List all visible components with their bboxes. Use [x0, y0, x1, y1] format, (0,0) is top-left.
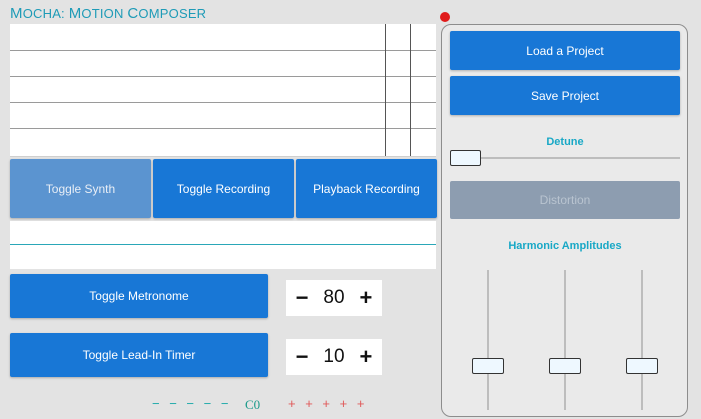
toggle-synth-button[interactable]: Toggle Synth — [10, 159, 151, 218]
grid-row-line — [10, 128, 436, 129]
distortion-button: Distortion — [450, 181, 680, 219]
octave-up-indicator[interactable]: + + + + + — [288, 396, 368, 411]
record-indicator-dot — [440, 12, 450, 22]
grid-row-line — [10, 102, 436, 103]
toggle-recording-button[interactable]: Toggle Recording — [153, 159, 294, 218]
lead-in-increase-button[interactable]: + — [359, 344, 373, 369]
bpm-increase-button[interactable]: + — [359, 285, 373, 310]
lead-in-value: 10 — [323, 346, 345, 367]
detune-slider-thumb[interactable] — [450, 150, 481, 166]
detune-label: Detune — [546, 136, 584, 148]
detune-slider-track[interactable] — [452, 157, 680, 159]
harmonic-amplitudes-label: Harmonic Amplitudes — [508, 240, 622, 252]
waveform-line — [10, 244, 436, 245]
harmonic-2-slider-thumb[interactable] — [549, 358, 581, 375]
grid-column-line — [385, 24, 386, 156]
sequencer-grid[interactable] — [10, 24, 436, 157]
grid-row-line — [10, 76, 436, 77]
save-project-button[interactable]: Save Project — [450, 76, 680, 115]
app-title: MOCHA: MOTION COMPOSER — [10, 5, 207, 22]
harmonic-2-slider-track[interactable] — [564, 270, 566, 410]
bpm-value: 80 — [323, 287, 345, 308]
harmonic-1-slider-thumb[interactable] — [472, 358, 504, 375]
grid-row-line — [10, 50, 436, 51]
grid-column-line — [410, 24, 411, 156]
waveform-display — [10, 221, 436, 269]
bpm-decrease-button[interactable]: − — [295, 285, 309, 310]
playback-recording-button[interactable]: Playback Recording — [296, 159, 437, 218]
load-project-button[interactable]: Load a Project — [450, 31, 680, 70]
harmonic-3-slider-thumb[interactable] — [626, 358, 658, 375]
octave-down-indicator[interactable]: − − − − − — [152, 396, 232, 411]
lead-in-stepper: − 10 + — [286, 339, 382, 375]
harmonic-1-slider-track[interactable] — [487, 270, 489, 410]
octave-note-label: C0 — [245, 397, 261, 412]
harmonic-3-slider-track[interactable] — [641, 270, 643, 410]
lead-in-decrease-button[interactable]: − — [295, 344, 309, 369]
toggle-metronome-button[interactable]: Toggle Metronome — [10, 274, 268, 318]
toggle-lead-in-timer-button[interactable]: Toggle Lead-In Timer — [10, 333, 268, 377]
bpm-stepper: − 80 + — [286, 280, 382, 316]
